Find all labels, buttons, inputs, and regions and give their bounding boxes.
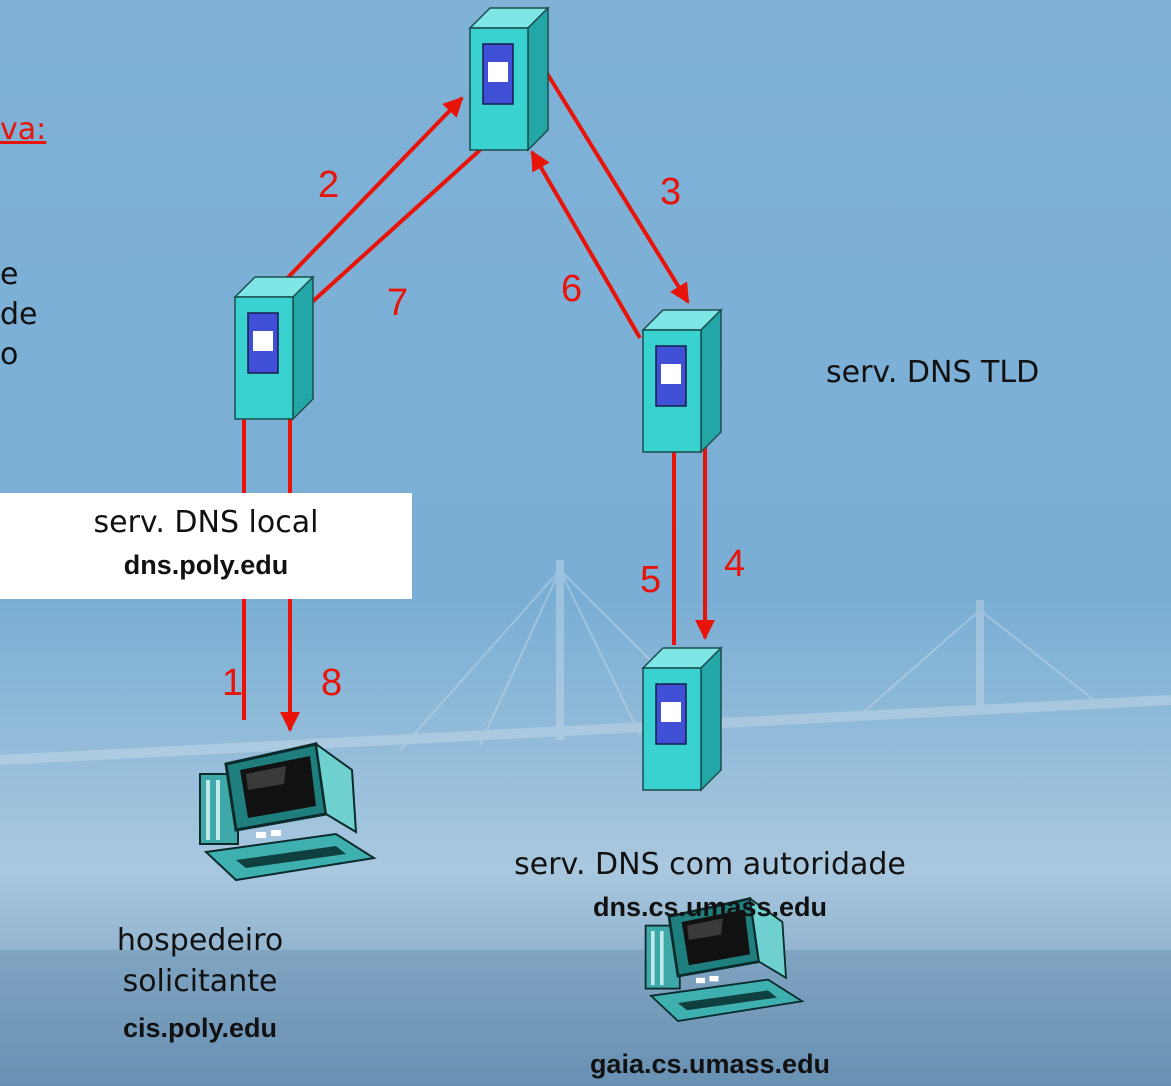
target-host-name: gaia.cs.umass.edu [589,1049,831,1079]
step-5: 5 [640,559,662,601]
authoritative-server-label: serv. DNS com autoridade [514,847,906,882]
step-7: 7 [387,282,409,324]
root-dns-server [469,7,549,151]
arrow-6 [530,150,642,340]
arrow-2 [266,96,464,300]
arrow-7 [288,148,482,324]
requesting-host-line-2: solicitante [122,964,278,999]
left-heading-fragment: va: [0,112,47,147]
authoritative-server-host: dns.cs.umass.edu [592,892,828,922]
local-dns-host: dns.poly.edu [123,550,289,580]
requesting-host-name: cis.poly.edu [122,1013,278,1043]
step-3: 3 [660,171,682,213]
local-dns-server [234,276,314,420]
local-dns-label-box: serv. DNS local dns.poly.edu [0,493,412,599]
step-2: 2 [318,164,340,206]
tld-dns-server [642,309,722,453]
arrow-3 [543,68,690,304]
step-1: 1 [222,662,244,704]
tld-server-label: serv. DNS TLD [826,355,1040,390]
left-text-line-1: e [0,257,19,292]
authoritative-dns-server [642,647,722,791]
step-6: 6 [561,268,583,310]
left-text-line-2: de [0,297,38,332]
step-4: 4 [724,543,746,585]
local-dns-label: serv. DNS local [93,505,319,540]
step-8: 8 [321,662,343,704]
left-text-line-3: o [0,337,19,372]
requesting-host-line-1: hospedeiro [116,923,284,958]
